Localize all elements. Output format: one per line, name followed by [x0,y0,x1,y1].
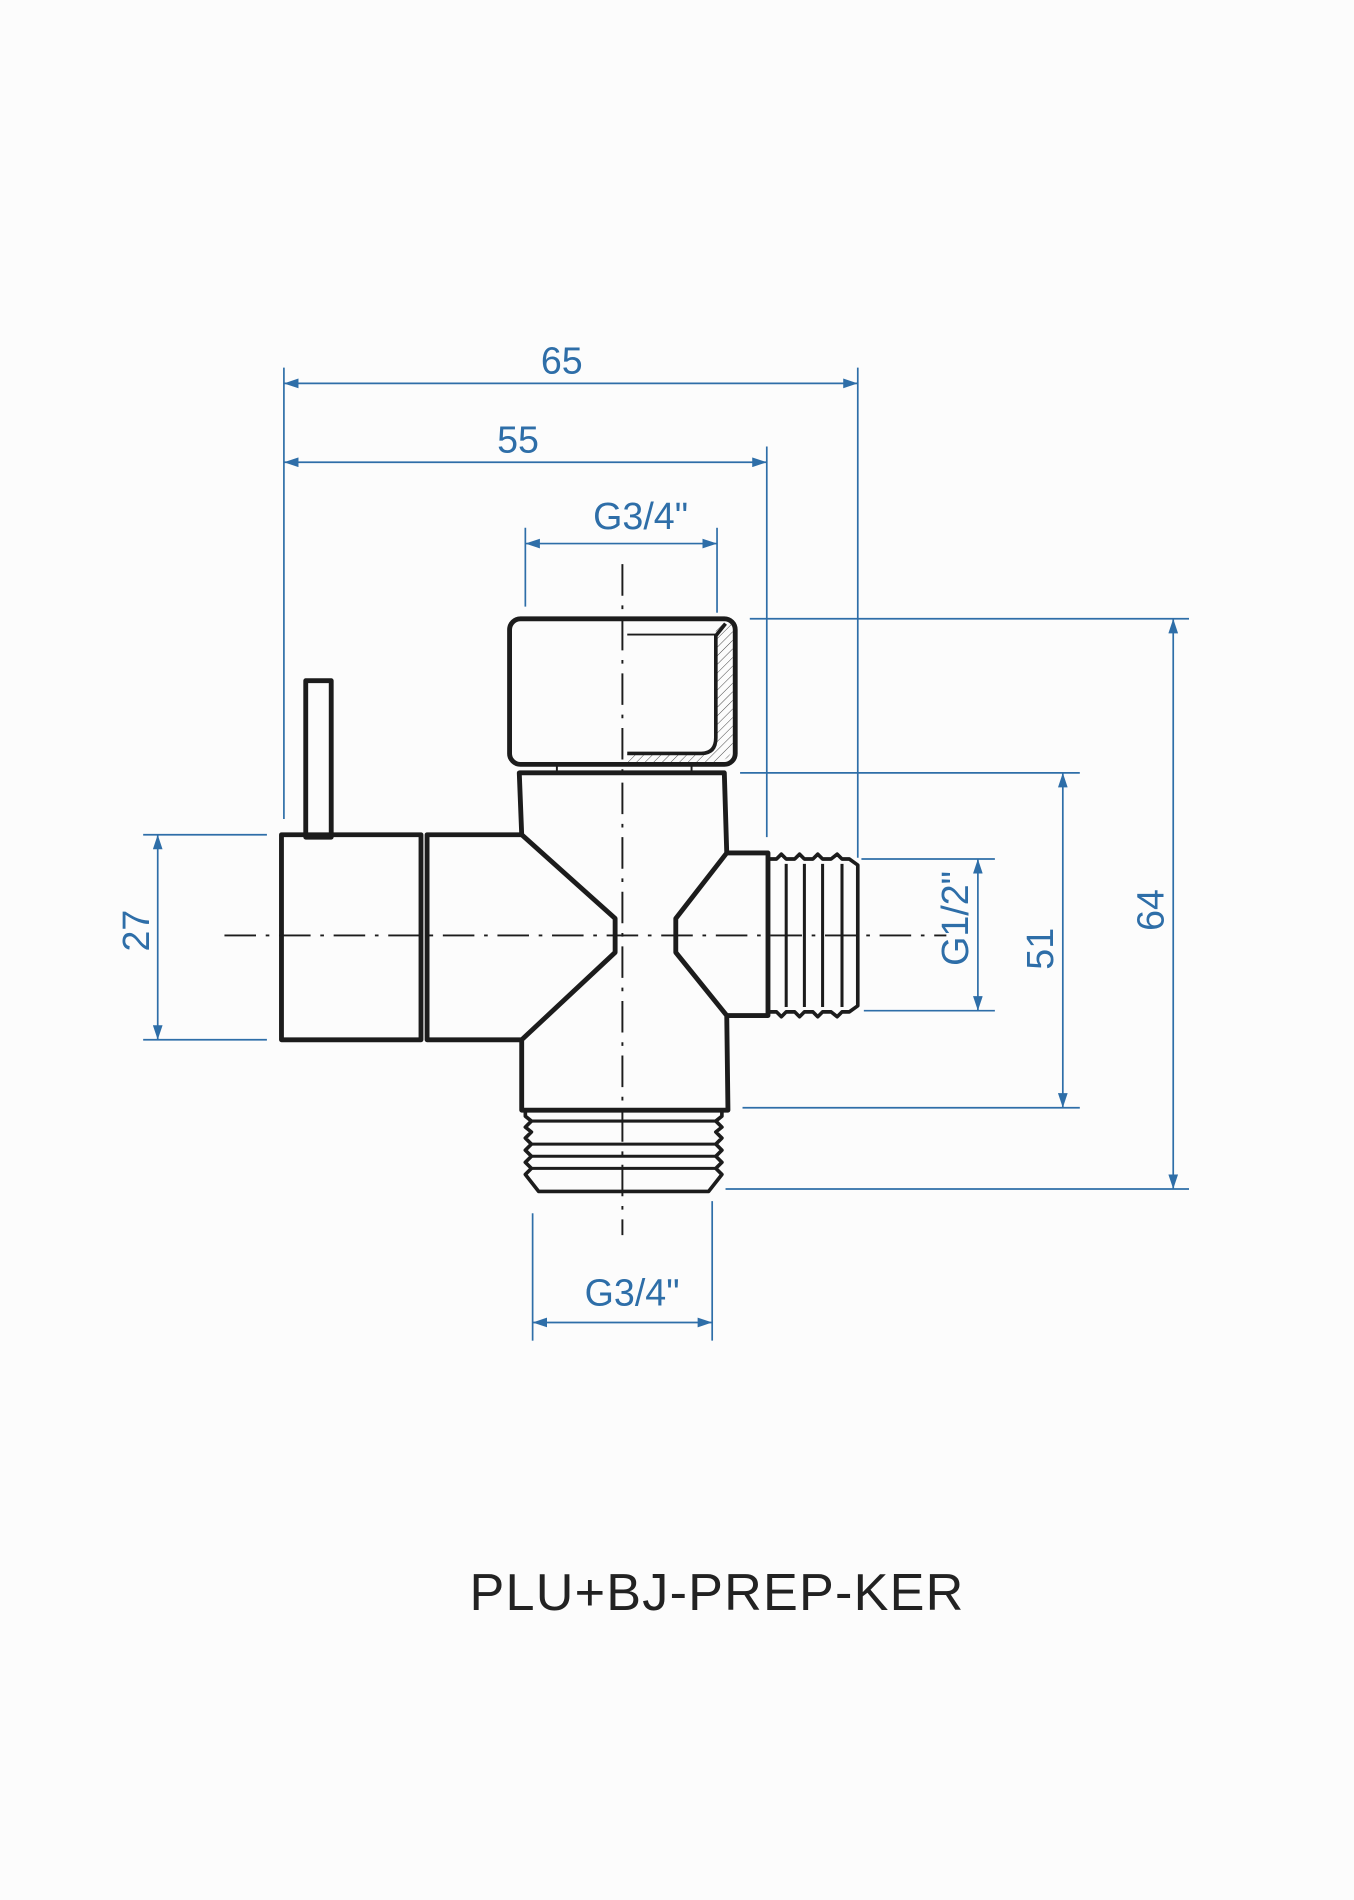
dimension-label-top-thread: G3/4" [593,495,688,537]
dimension-label-64: 64 [1130,889,1172,931]
dimension-64: 64 [725,617,1189,1190]
dimension-label-27: 27 [115,910,157,952]
dimension-65: 65 [283,340,859,858]
dimension-label-55: 55 [497,419,539,461]
dimension-51: 51 [740,772,1080,1109]
dimension-top-thread: G3/4" [524,495,718,613]
valve-handle [279,678,424,1043]
dimension-27: 27 [115,833,267,1041]
dimension-label-bottom-thread: G3/4" [585,1271,680,1313]
dimension-bottom-thread: G3/4" [531,1201,714,1341]
dimension-label-65: 65 [541,340,583,382]
dimension-label-51: 51 [1019,928,1061,970]
valve-body [424,616,860,1194]
dimension-side-thread: G1/2" [861,858,995,1012]
dimension-label-side-thread: G1/2" [934,871,976,966]
drawing-title: PLU+BJ-PREP-KER [470,1564,965,1622]
